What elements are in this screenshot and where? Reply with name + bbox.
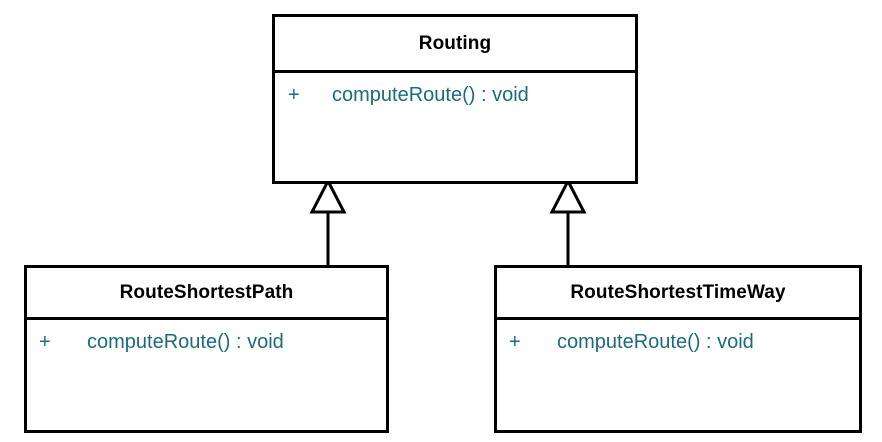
generalization-routeshortesttimeway-to-routing [549,177,587,266]
uml-compartment-divider [497,317,859,320]
operation-signature: computeRoute() : void [87,331,284,353]
visibility-marker: + [509,331,521,353]
uml-class-name-routeshortesttimeway: RouteShortestTimeWay [570,281,786,303]
uml-operation-row: + computeRoute() : void [275,84,635,107]
visibility-marker: + [288,84,300,106]
uml-class-routeshortestpath[interactable]: RouteShortestPath + computeRoute() : voi… [24,265,389,433]
uml-operation-row: + computeRoute() : void [27,331,386,354]
uml-class-routeshortesttimeway[interactable]: RouteShortestTimeWay + computeRoute() : … [494,265,862,433]
generalization-routeshortestpath-to-routing [309,177,347,266]
uml-operations-compartment-routing: + computeRoute() : void [275,73,635,181]
operation-signature: computeRoute() : void [332,84,529,106]
operation-signature: computeRoute() : void [557,331,754,353]
uml-operations-compartment-routeshortesttimeway: + computeRoute() : void [497,320,859,430]
uml-operation-row: + computeRoute() : void [497,331,859,354]
generalization-arrowhead-left [309,177,347,214]
uml-class-name-routeshortestpath: RouteShortestPath [119,281,294,303]
uml-compartment-divider [275,70,635,73]
uml-class-name-routing: Routing [418,32,492,54]
visibility-marker: + [39,331,51,353]
generalization-arrowhead-right [549,177,587,214]
uml-class-routing[interactable]: Routing + computeRoute() : void [272,14,638,184]
uml-compartment-divider [27,317,386,320]
uml-operations-compartment-routeshortestpath: + computeRoute() : void [27,320,386,430]
